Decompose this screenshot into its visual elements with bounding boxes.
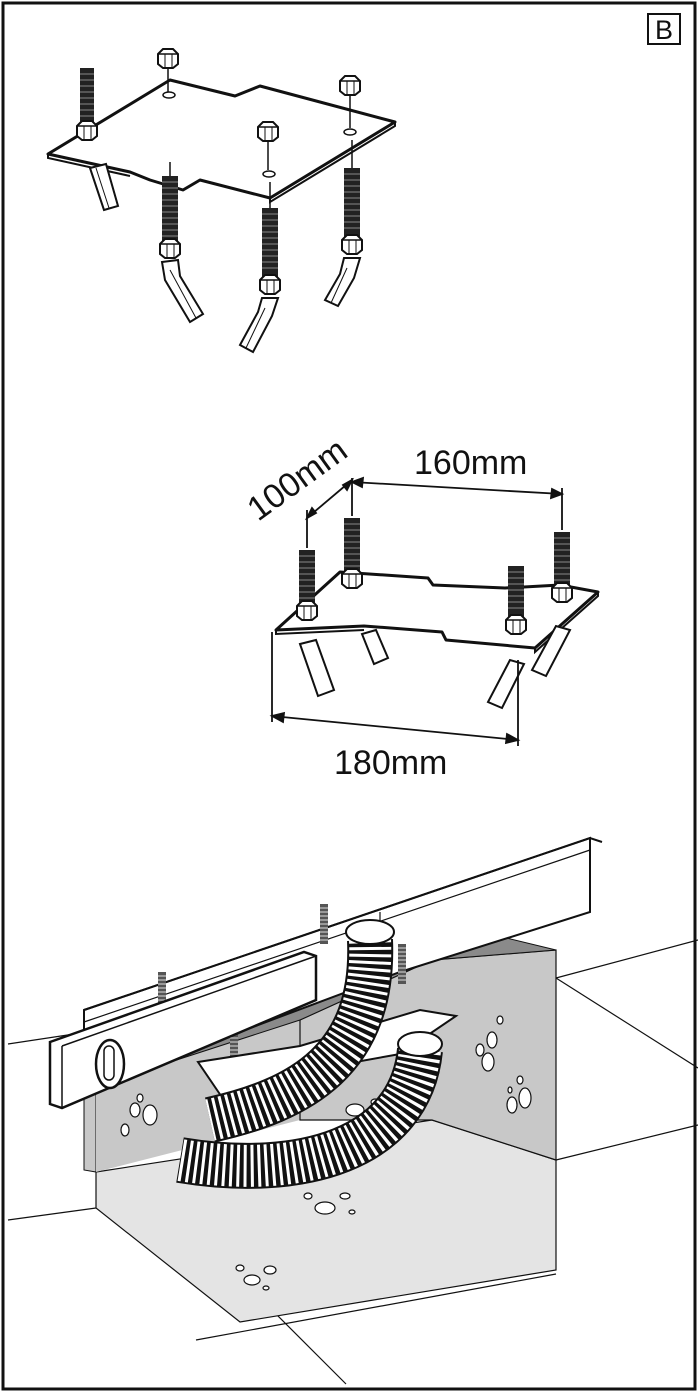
exploded-mounting-plate: [46, 48, 397, 354]
flexible-duct-rear: [204, 919, 395, 1143]
floor-cavity-scene: [7, 836, 698, 1385]
dim-bolt-rear-right: [530, 532, 573, 678]
flexible-duct-front: [176, 1031, 443, 1189]
rod-center: [319, 903, 329, 945]
dimension-lines: [269, 476, 565, 746]
panel-label-box: B: [647, 13, 681, 45]
nut-front-right: [257, 121, 279, 178]
cavity-holes: [120, 1015, 532, 1291]
nut-rear-right: [339, 75, 361, 136]
anchor-bolt-2: [238, 182, 281, 354]
dim-bolt-rear-left: [341, 518, 390, 666]
nut-rear-left: [157, 48, 179, 99]
panel-label: B: [655, 15, 673, 45]
spirit-level: [48, 950, 318, 1110]
rod-right: [397, 943, 407, 985]
dim-bolt-front-right: [486, 566, 527, 710]
bolt-front-left: [76, 68, 120, 212]
dimension-180mm: 180mm: [334, 744, 447, 782]
anchor-bolt-1: [159, 162, 205, 324]
dim-bolt-front-left: [296, 550, 336, 698]
dimension-160mm: 160mm: [414, 444, 527, 482]
anchor-bolt-3: [323, 140, 363, 308]
